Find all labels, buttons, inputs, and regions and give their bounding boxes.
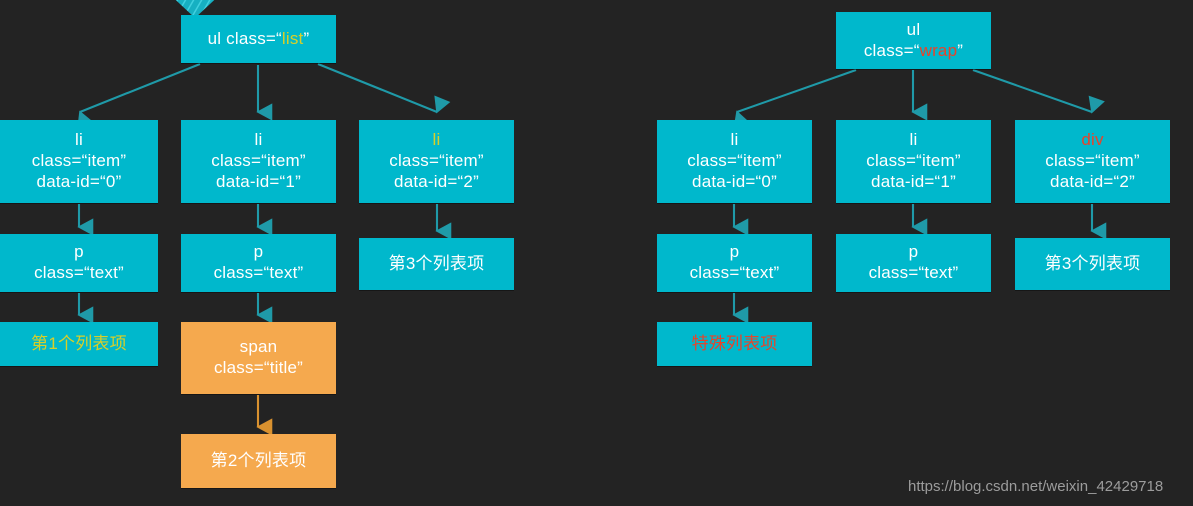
- node-text-line: class=“item”: [687, 151, 782, 172]
- node-text-line: 第1个列表项: [31, 334, 127, 355]
- node-left-text-item1[interactable]: 第1个列表项: [0, 322, 158, 366]
- node-text-token: 第2个列表项: [210, 450, 307, 470]
- node-text-token: li: [432, 130, 441, 150]
- node-text-token: data-id=“0”: [692, 171, 777, 191]
- node-text-token: list: [281, 28, 304, 48]
- node-text-token: class=“: [863, 40, 920, 60]
- node-text-token: p: [908, 242, 919, 262]
- node-text-line: data-id=“0”: [692, 172, 777, 193]
- node-text-token: p: [253, 242, 264, 262]
- node-text-line: div: [1081, 130, 1103, 151]
- node-text-token: ”: [303, 28, 310, 48]
- node-text-token: 第1个列表项: [31, 333, 127, 353]
- node-text-line: class=“text”: [214, 263, 304, 284]
- node-left-text-item3[interactable]: 第3个列表项: [359, 238, 514, 290]
- node-text-token: class=“item”: [866, 151, 961, 171]
- node-text-token: p: [74, 242, 84, 262]
- node-text-token: data-id=“2”: [1050, 171, 1135, 191]
- node-text-token: span: [239, 337, 278, 357]
- node-text-token: class=“item”: [687, 151, 782, 171]
- node-text-token: class=“item”: [31, 151, 127, 171]
- node-text-token: li: [909, 130, 918, 150]
- node-text-token: class=“title”: [213, 358, 304, 377]
- node-text-token: ”: [957, 40, 964, 60]
- node-right-text-special[interactable]: 特殊列表项: [657, 322, 812, 366]
- node-text-token: data-id=“1”: [871, 171, 956, 191]
- node-text-line: li: [75, 130, 83, 151]
- node-text-token: data-id=“1”: [216, 171, 301, 191]
- node-text-line: data-id=“0”: [37, 172, 122, 193]
- node-text-line: ul class=“list”: [208, 29, 310, 50]
- node-text-line: span: [240, 337, 278, 358]
- cropped-arrow-shape: [175, 0, 215, 18]
- node-text-line: 第3个列表项: [389, 254, 485, 275]
- node-text-line: data-id=“2”: [394, 172, 479, 193]
- watermark-url: https://blog.csdn.net/weixin_42429718: [908, 478, 1164, 495]
- node-text-token: li: [254, 130, 263, 150]
- node-text-token: class=“item”: [1045, 151, 1140, 171]
- node-text-token: ul: [906, 19, 921, 39]
- node-text-token: class=“item”: [211, 151, 306, 171]
- node-text-line: data-id=“1”: [216, 172, 301, 193]
- node-text-line: li: [731, 130, 739, 151]
- node-text-line: class=“text”: [869, 263, 959, 284]
- node-text-token: class=“text”: [868, 263, 959, 282]
- node-text-line: li: [255, 130, 263, 151]
- node-text-line: ul: [907, 20, 921, 41]
- node-text-token: 特殊列表项: [691, 333, 778, 353]
- node-text-line: p: [730, 242, 740, 263]
- node-left-ul-list[interactable]: ul class=“list”: [181, 15, 336, 63]
- node-text-line: 第2个列表项: [211, 451, 307, 472]
- node-text-token: wrap: [919, 40, 958, 60]
- node-text-line: p: [254, 242, 264, 263]
- node-text-token: class=“text”: [213, 263, 304, 282]
- node-right-text-item3[interactable]: 第3个列表项: [1015, 238, 1170, 290]
- node-text-line: p: [909, 242, 919, 263]
- node-text-line: 第3个列表项: [1045, 254, 1141, 275]
- node-text-line: data-id=“1”: [871, 172, 956, 193]
- node-text-token: li: [730, 130, 739, 150]
- node-text-line: class=“wrap”: [864, 41, 963, 62]
- node-text-token: ul class=“: [207, 28, 282, 48]
- node-text-token: p: [729, 242, 740, 262]
- node-text-token: div: [1081, 130, 1104, 150]
- node-text-line: 特殊列表项: [692, 334, 778, 355]
- node-text-line: li: [433, 130, 441, 151]
- node-text-line: class=“title”: [214, 358, 303, 379]
- node-text-line: data-id=“2”: [1050, 172, 1135, 193]
- node-text-token: class=“text”: [689, 263, 780, 282]
- node-text-token: li: [75, 130, 83, 150]
- node-text-line: class=“item”: [1045, 151, 1140, 172]
- node-text-token: 第3个列表项: [388, 253, 485, 273]
- node-text-token: data-id=“0”: [36, 171, 122, 191]
- node-text-token: class=“text”: [34, 263, 124, 282]
- node-text-line: class=“item”: [866, 151, 961, 172]
- node-text-token: class=“item”: [389, 151, 484, 171]
- node-text-line: class=“item”: [32, 151, 127, 172]
- node-text-token: data-id=“2”: [394, 171, 479, 191]
- node-text-line: class=“text”: [690, 263, 780, 284]
- node-left-text-item2[interactable]: 第2个列表项: [181, 434, 336, 488]
- node-text-line: class=“text”: [34, 263, 124, 284]
- node-text-line: p: [74, 242, 84, 263]
- node-text-token: 第3个列表项: [1044, 253, 1141, 273]
- node-text-line: class=“item”: [211, 151, 306, 172]
- node-text-line: class=“item”: [389, 151, 484, 172]
- node-text-line: li: [910, 130, 918, 151]
